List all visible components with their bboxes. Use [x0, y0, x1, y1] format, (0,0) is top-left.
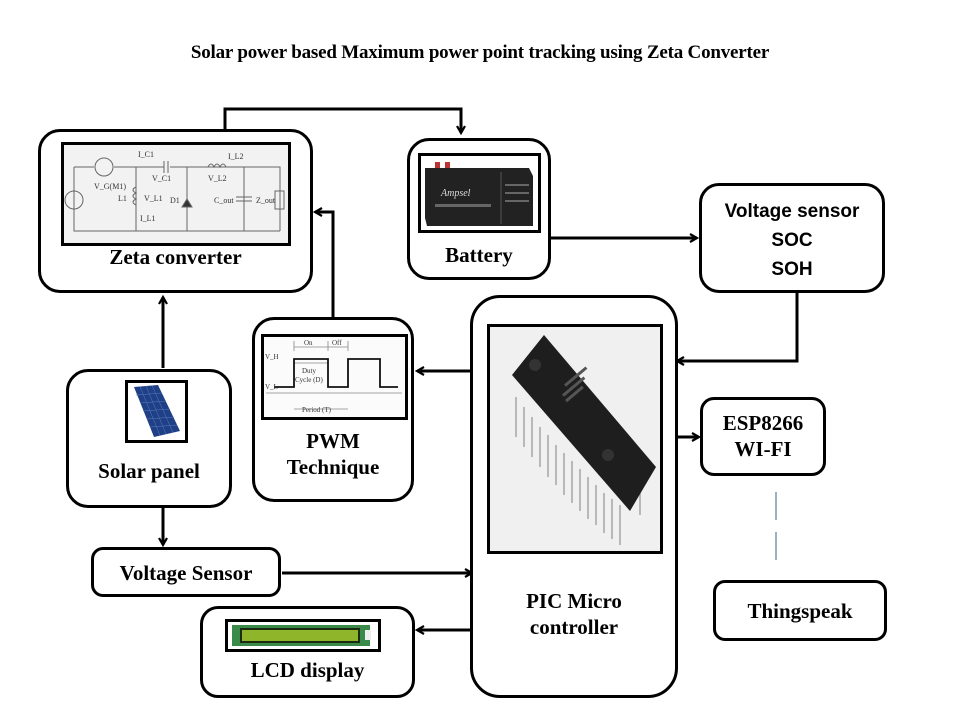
battery-label: Battery: [445, 243, 513, 267]
arrow-pwm-to-zeta: [315, 212, 335, 318]
pic-chip-image: [487, 324, 663, 554]
svg-text:Duty: Duty: [302, 367, 317, 375]
svg-text:Z_out: Z_out: [256, 196, 276, 205]
svg-text:V_H: V_H: [265, 353, 279, 361]
esp8266-label: ESP8266: [722, 411, 804, 435]
pwm-label-line1: PWM: [306, 429, 360, 453]
svg-text:C_out: C_out: [214, 196, 234, 205]
svg-text:V_L: V_L: [265, 383, 278, 391]
voltage-sensor-bottom-label: Voltage Sensor: [119, 561, 253, 585]
svg-text:V_L2: V_L2: [208, 174, 227, 183]
svg-text:Cycle (D): Cycle (D): [295, 376, 323, 384]
pwm-label-line2: Technique: [286, 455, 380, 479]
lcd-module-image: [225, 619, 381, 652]
svg-text:I_C1: I_C1: [138, 150, 154, 159]
battery-image: Ampsel: [418, 153, 541, 233]
solar-panel-label: Solar panel: [98, 459, 200, 483]
lcd-module-icon: [232, 625, 371, 646]
svg-text:I_L1: I_L1: [140, 214, 156, 223]
soh-label: SOH: [771, 259, 813, 280]
zeta-converter-circuit-image: I_C1 V_C1 I_L2 V_L2 V_G(M1) L1 V_L1 I_L1…: [61, 142, 291, 246]
pic-label-line1: PIC Micro: [526, 589, 622, 613]
solar-panel-block[interactable]: Solar panel: [66, 369, 232, 508]
svg-text:I_L2: I_L2: [228, 152, 244, 161]
lcd-display-block[interactable]: LCD display: [200, 606, 415, 698]
pic-label-line2: controller: [529, 615, 619, 639]
pic-microcontroller-block[interactable]: PIC Micro controller: [470, 295, 678, 698]
pwm-waveform-icon: On Off V_H V_L Duty Cycle (D) Period (T): [265, 339, 402, 414]
lcd-display-label: LCD display: [250, 658, 365, 682]
thingspeak-label: Thingspeak: [747, 599, 853, 623]
esp8266-wifi-block[interactable]: ESP8266 WI-FI: [700, 397, 826, 476]
thingspeak-block[interactable]: Thingspeak: [713, 580, 887, 641]
zeta-converter-block[interactable]: I_C1 V_C1 I_L2 V_L2 V_G(M1) L1 V_L1 I_L1…: [38, 129, 313, 293]
pwm-technique-block[interactable]: On Off V_H V_L Duty Cycle (D) Period (T)…: [252, 317, 414, 502]
solar-panel-icon: [134, 385, 180, 437]
svg-text:V_C1: V_C1: [152, 174, 171, 183]
wifi-label: WI-FI: [734, 437, 792, 461]
svg-text:L1: L1: [118, 194, 127, 203]
svg-text:Off: Off: [332, 339, 342, 347]
svg-text:D1: D1: [170, 196, 180, 205]
diagram-title: Solar power based Maximum power point tr…: [190, 42, 770, 63]
svg-text:Period (T): Period (T): [302, 406, 332, 414]
arrow-vsensor-to-pic: [677, 290, 799, 361]
battery-icon: Ampsel: [425, 162, 533, 226]
voltage-sensor-block[interactable]: Voltage Sensor: [91, 547, 281, 597]
svg-text:On: On: [304, 339, 313, 347]
battery-block[interactable]: Ampsel Battery: [407, 138, 551, 280]
svg-text:Ampsel: Ampsel: [440, 188, 471, 199]
voltage-sensor-soc-soh-block[interactable]: Voltage sensor SOC SOH: [699, 183, 885, 293]
soc-label: SOC: [771, 230, 813, 251]
pwm-waveform-image: On Off V_H V_L Duty Cycle (D) Period (T): [261, 334, 408, 420]
zeta-converter-label: Zeta converter: [109, 245, 242, 269]
svg-text:V_L1: V_L1: [144, 194, 163, 203]
circuit-schematic-icon: I_C1 V_C1 I_L2 V_L2 V_G(M1) L1 V_L1 I_L1…: [64, 150, 285, 232]
svg-text:V_G(M1): V_G(M1): [94, 182, 126, 191]
microcontroller-chip-icon: [512, 335, 656, 545]
solar-panel-image: [125, 380, 188, 443]
voltage-sensor-label: Voltage sensor: [724, 201, 860, 222]
